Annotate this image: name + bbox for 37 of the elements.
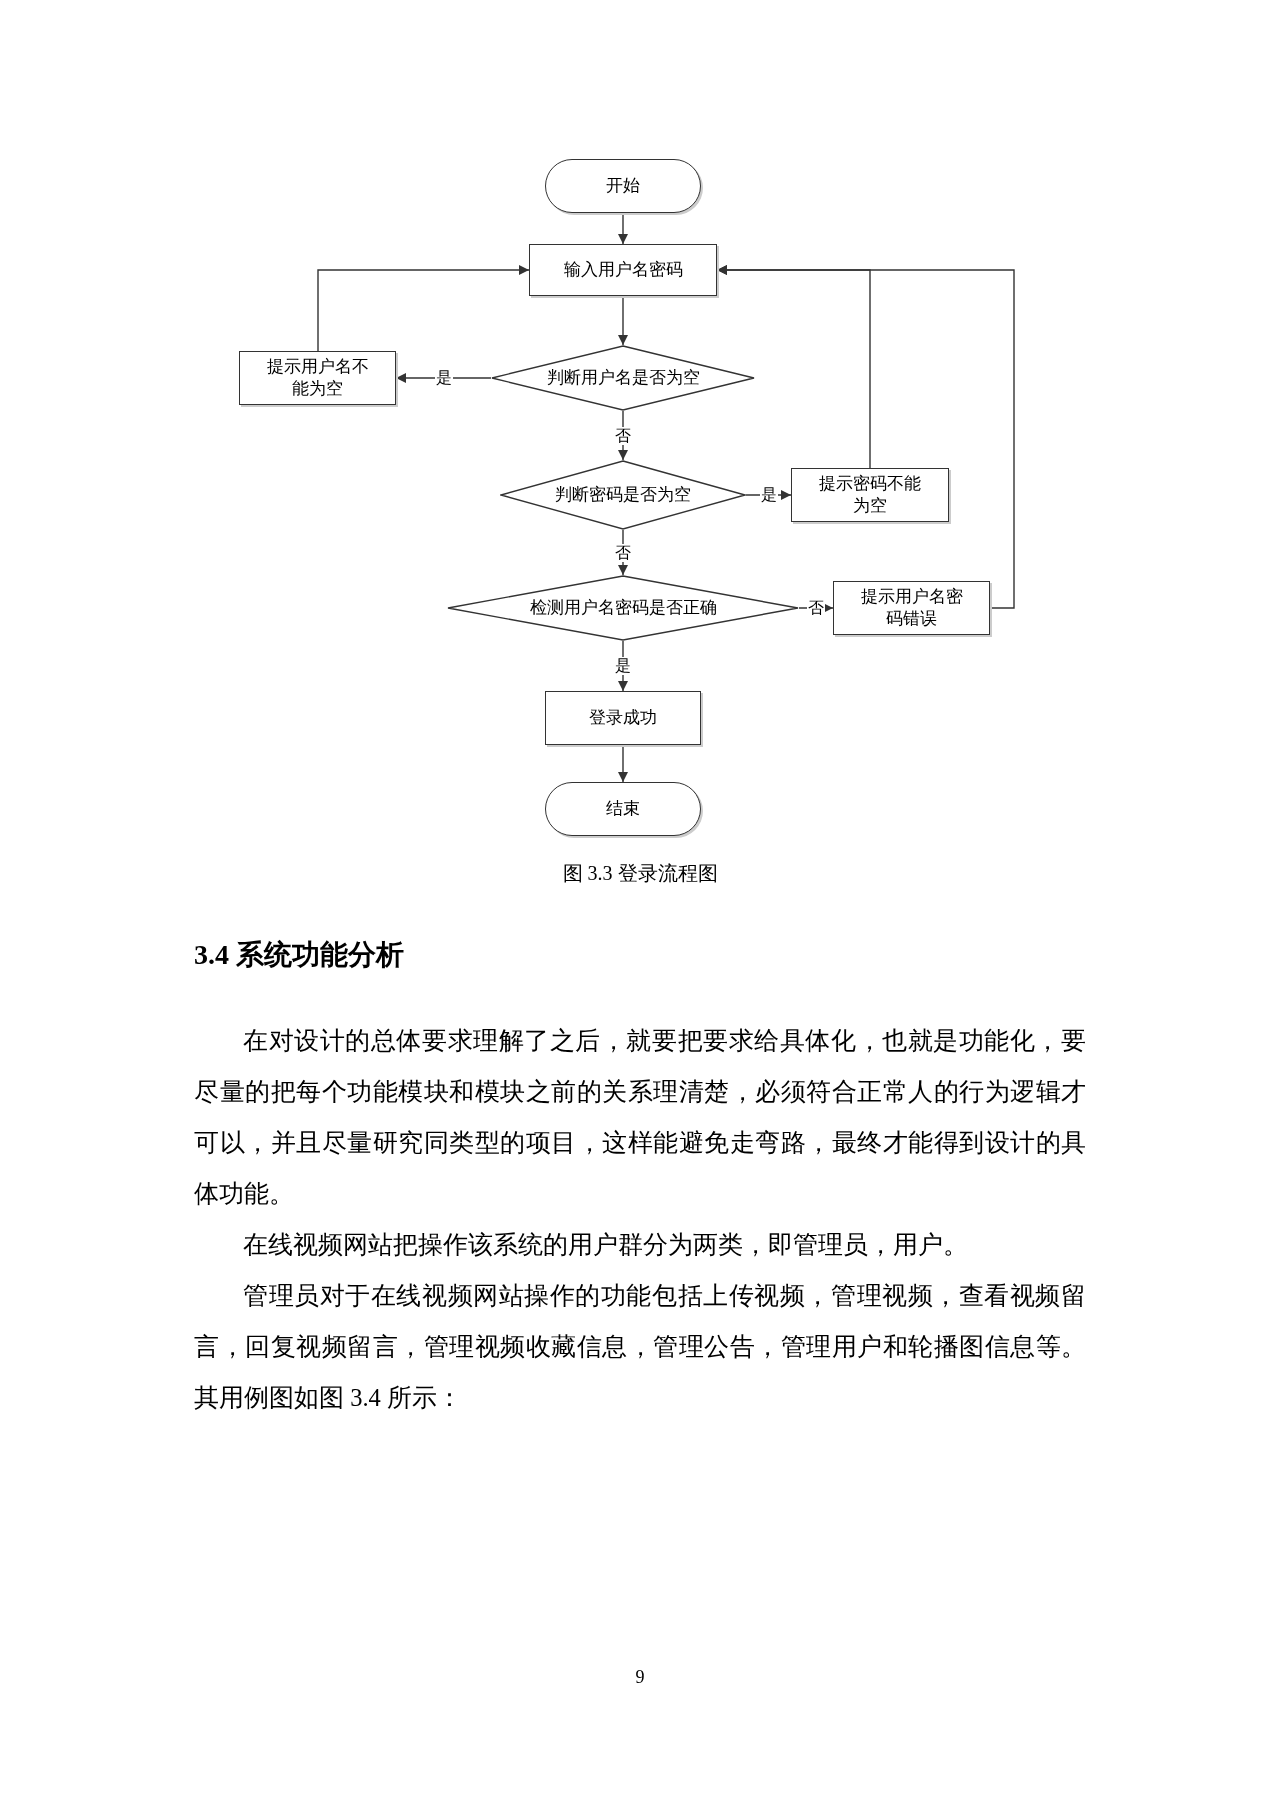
node-label: 开始 xyxy=(606,175,640,197)
node-label: 判断用户名是否为空 xyxy=(546,367,700,389)
decision-diamond xyxy=(447,575,799,641)
body-paragraph: 在线视频网站把操作该系统的用户群分为两类，即管理员，用户。 xyxy=(242,1230,969,1260)
edge-label: 是 xyxy=(614,657,632,675)
decision-diamond xyxy=(500,460,746,530)
figure-caption: 图 3.3 登录流程图 xyxy=(561,861,719,886)
page-number: 9 xyxy=(635,1666,645,1689)
node-label: 登录成功 xyxy=(589,707,657,729)
node-label: 判断密码是否为空 xyxy=(555,484,691,506)
decision-diamond xyxy=(491,345,755,411)
process-box xyxy=(545,691,701,745)
arrow xyxy=(618,212,628,245)
edge-label: 是 xyxy=(434,369,453,387)
process-box xyxy=(239,351,396,405)
process-box xyxy=(529,244,717,296)
node-label: 检测用户名密码是否正确 xyxy=(529,597,717,619)
terminal-shape xyxy=(545,159,701,213)
node-label: 输入用户名密码 xyxy=(563,259,683,281)
node-label: 结束 xyxy=(606,798,640,820)
process-box xyxy=(833,581,990,635)
node-label: 提示用户名不能为空 xyxy=(265,356,370,400)
arrow xyxy=(716,265,1015,609)
process-box xyxy=(791,468,949,522)
arrow xyxy=(618,744,628,783)
node-label: 提示密码不能为空 xyxy=(818,473,922,517)
edge-label: 否 xyxy=(614,426,632,445)
edge-label: 否 xyxy=(807,599,825,617)
node-label: 提示用户名密码错误 xyxy=(859,586,964,630)
section-heading: 3.4 系统功能分析 xyxy=(194,938,404,972)
edge-label: 否 xyxy=(614,543,632,562)
arrow xyxy=(317,265,530,352)
body-paragraph: 管理员对于在线视频网站操作的功能包括上传视频，管理视频，查看视频留言，回复视频留言，管理视频收藏信息，管理公告，管理用户和轮播图信息等。其用例图如图 3.4 所示： xyxy=(194,1281,1086,1413)
body-paragraph: 在对设计的总体要求理解了之后，就要把要求给具体化，也就是功能化，要尽量的把每个功能模块和模块之前的关系理清楚，必须符合正常人的行为逻辑才可以，并且尽量研究同类型的项目，这样能避免走弯路，最终才能得到设计的具体功能。 xyxy=(194,1026,1086,1209)
arrow xyxy=(618,295,628,346)
edge-label: 是 xyxy=(759,486,778,504)
terminal-shape xyxy=(545,782,701,836)
